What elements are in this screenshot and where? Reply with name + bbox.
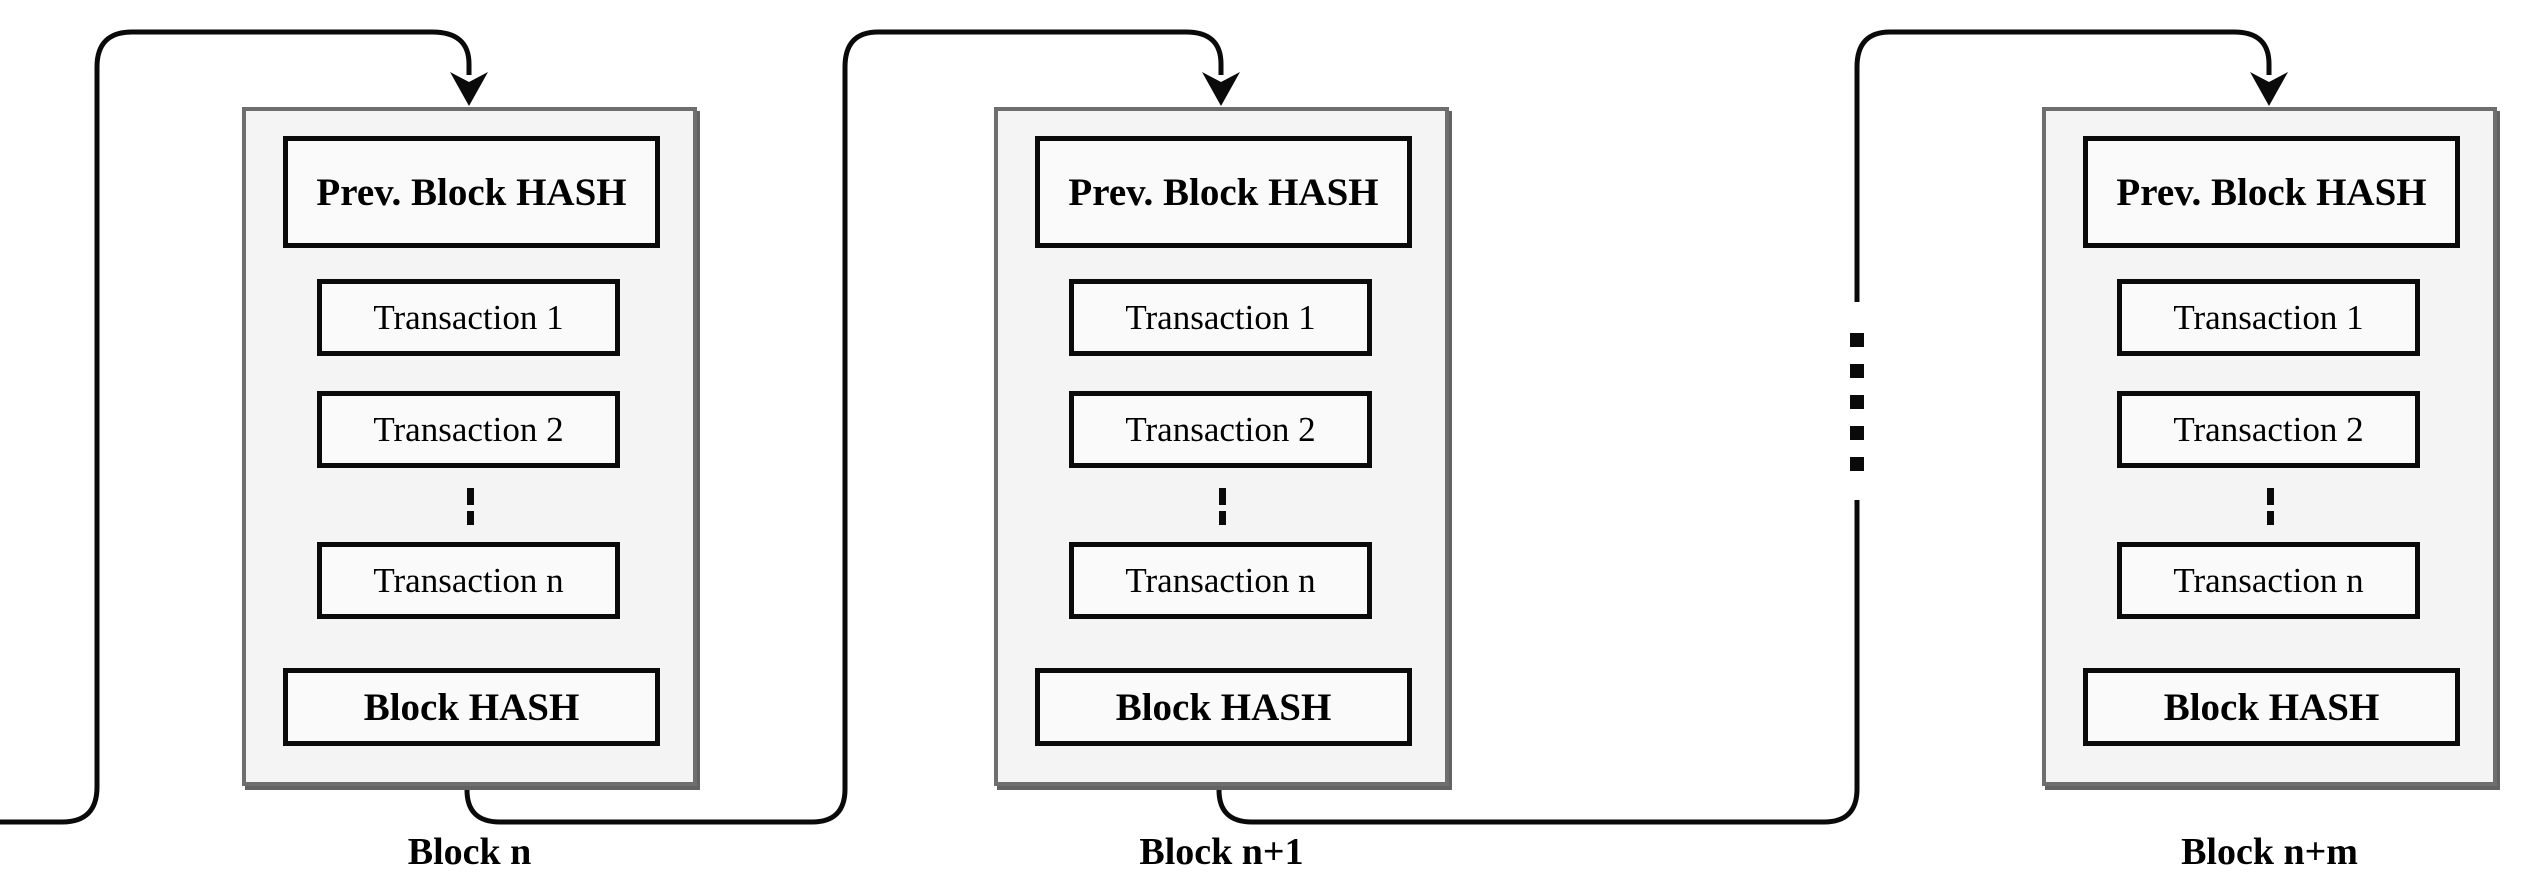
block-hash-box: Block HASH bbox=[283, 668, 660, 746]
transaction-box: Transaction 1 bbox=[2117, 279, 2420, 356]
block-hash-box: Block HASH bbox=[1035, 668, 1412, 746]
transaction-box: Transaction n bbox=[1069, 542, 1372, 619]
ellipsis-dash bbox=[2267, 488, 2274, 505]
arrowhead-icon bbox=[1202, 72, 1240, 106]
transaction-box: Transaction 1 bbox=[1069, 279, 1372, 356]
transaction-box: Transaction 1 bbox=[317, 279, 620, 356]
transactions-ellipsis bbox=[1219, 488, 1226, 536]
prev-block-hash-box: Prev. Block HASH bbox=[283, 136, 660, 248]
block-label: Block n+m bbox=[2181, 831, 2358, 873]
connector-into-block-n bbox=[0, 29, 472, 825]
connector-block-n-to-n1 bbox=[464, 29, 1224, 825]
prev-block-hash-box: Prev. Block HASH bbox=[2083, 136, 2460, 248]
connector-block-n1-to-nm-upper bbox=[1854, 29, 2272, 302]
transaction-box: Transaction 2 bbox=[317, 391, 620, 468]
block-hash-box: Block HASH bbox=[2083, 668, 2460, 746]
omitted-blocks-ellipsis bbox=[1850, 333, 1864, 471]
transactions-ellipsis bbox=[467, 488, 474, 536]
block-frame-nm: Prev. Block HASH Transaction 1 Transacti… bbox=[2042, 107, 2497, 786]
block-frame-n: Prev. Block HASH Transaction 1 Transacti… bbox=[242, 107, 697, 786]
block-label: Block n bbox=[407, 831, 532, 873]
ellipsis-dash bbox=[1219, 488, 1226, 505]
transactions-ellipsis bbox=[2267, 488, 2274, 536]
transaction-box: Transaction n bbox=[2117, 542, 2420, 619]
arrowhead-icon bbox=[450, 72, 488, 106]
block-label: Block n+1 bbox=[1139, 831, 1304, 873]
transaction-box: Transaction n bbox=[317, 542, 620, 619]
prev-block-hash-box: Prev. Block HASH bbox=[1035, 136, 1412, 248]
transaction-box: Transaction 2 bbox=[1069, 391, 1372, 468]
ellipsis-dash bbox=[2267, 511, 2274, 525]
ellipsis-dash bbox=[1219, 511, 1226, 525]
ellipsis-dash bbox=[467, 511, 474, 525]
ellipsis-dash bbox=[467, 488, 474, 505]
transaction-box: Transaction 2 bbox=[2117, 391, 2420, 468]
block-frame-n1: Prev. Block HASH Transaction 1 Transacti… bbox=[994, 107, 1449, 786]
arrowhead-icon bbox=[2250, 72, 2288, 106]
connector-block-n1-to-nm-lower bbox=[1216, 500, 1860, 825]
